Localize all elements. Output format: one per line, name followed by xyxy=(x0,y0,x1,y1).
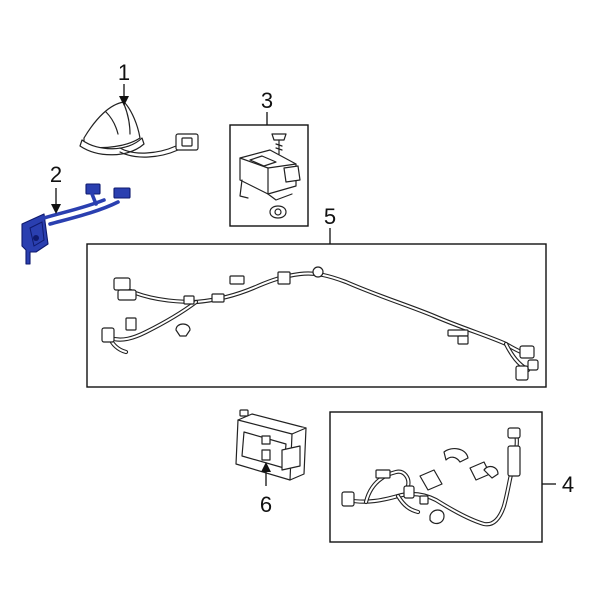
part-3-box xyxy=(229,124,309,227)
callout-5: 5 xyxy=(324,204,336,229)
callout-1-leader xyxy=(119,84,129,106)
callout-2: 2 xyxy=(50,162,62,187)
callout-6-leader xyxy=(261,462,271,486)
control-unit-part[interactable] xyxy=(235,409,307,481)
part-4-box xyxy=(329,411,543,543)
callout-1: 1 xyxy=(118,60,130,85)
callout-4: 4 xyxy=(562,472,574,497)
antenna-feeder-cable-part[interactable] xyxy=(21,183,131,265)
part-5-box xyxy=(86,243,547,388)
antenna-part[interactable] xyxy=(79,101,199,158)
callout-3: 3 xyxy=(261,88,273,113)
amplifier-module-part[interactable] xyxy=(239,133,301,219)
callout-6: 6 xyxy=(260,492,272,517)
floor-harness-part[interactable] xyxy=(341,427,521,527)
callout-2-leader xyxy=(51,188,61,214)
roof-harness-part[interactable] xyxy=(101,266,539,381)
